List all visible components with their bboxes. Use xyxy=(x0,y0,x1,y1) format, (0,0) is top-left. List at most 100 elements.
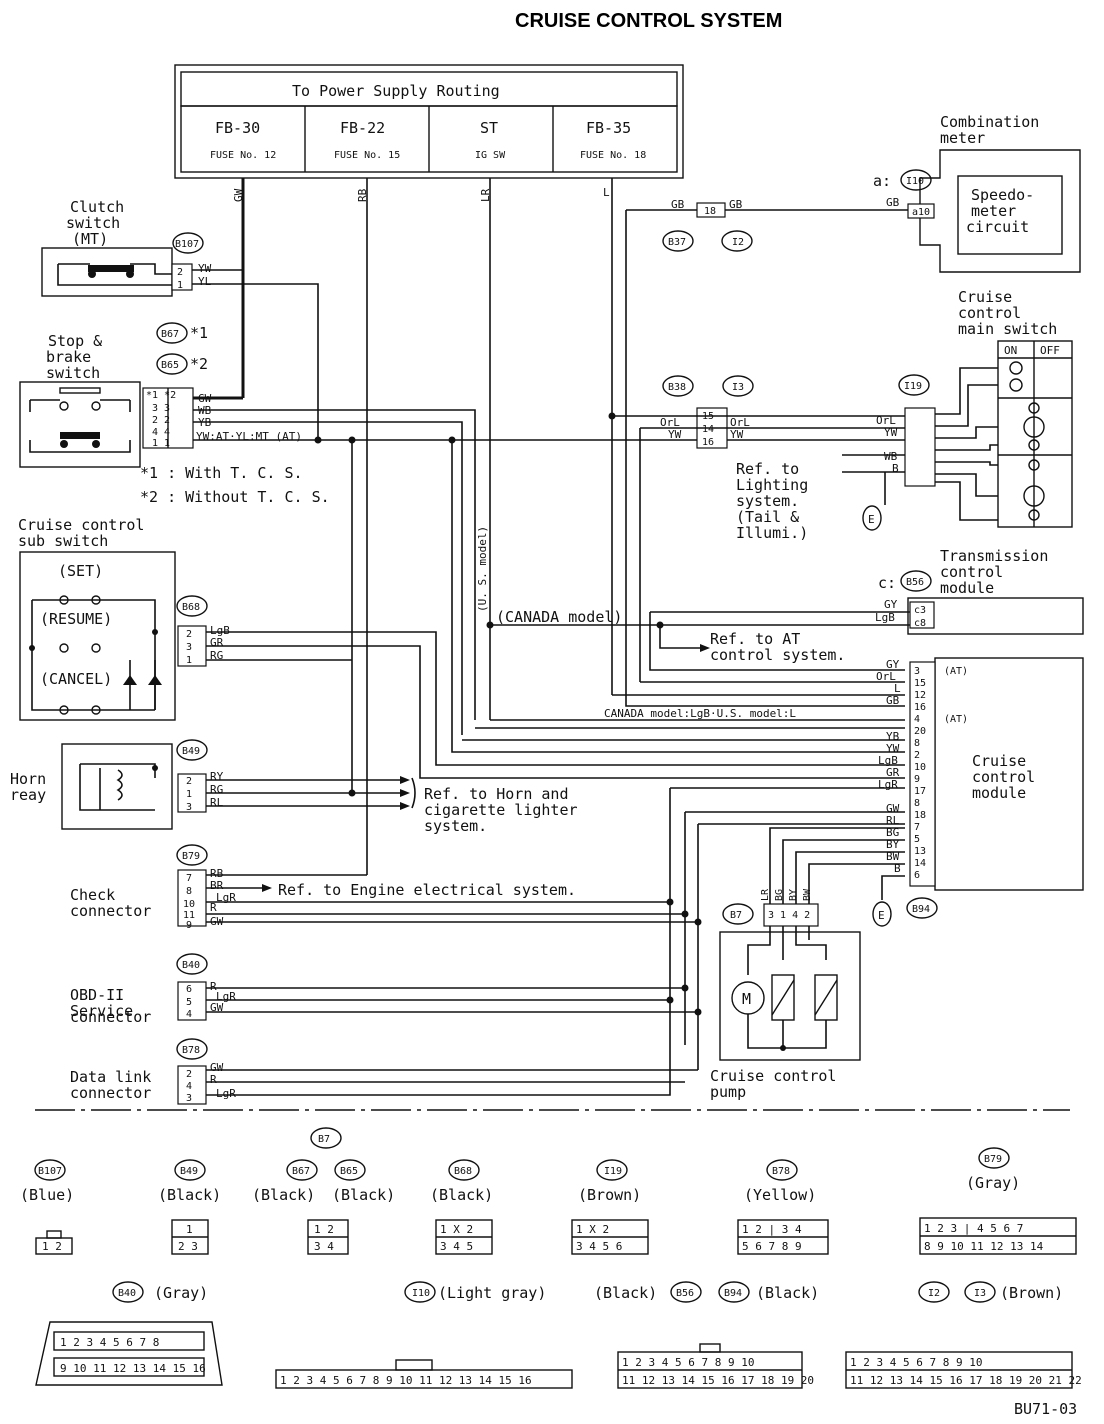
svg-text:1 1: 1 1 xyxy=(152,438,170,449)
svg-text:16: 16 xyxy=(914,702,926,713)
svg-text:11 12 13 14 15 16 17 18 19 20: 11 12 13 14 15 16 17 18 19 20 21 22 xyxy=(850,1374,1082,1387)
svg-text:Horn: Horn xyxy=(10,770,46,788)
svg-text:YW: YW xyxy=(886,742,900,755)
svg-text:2: 2 xyxy=(914,750,920,761)
svg-text:Illumi.): Illumi.) xyxy=(736,524,808,542)
svg-text:(Black): (Black) xyxy=(756,1284,819,1302)
svg-text:1 2 3 4 5 6 7 8 9 10 11 12 13: 1 2 3 4 5 6 7 8 9 10 11 12 13 14 15 16 xyxy=(280,1374,532,1387)
svg-text:(Brown): (Brown) xyxy=(578,1186,641,1204)
svg-text:(AT): (AT) xyxy=(944,666,968,677)
svg-text:c8: c8 xyxy=(914,618,926,629)
svg-text:(Brown): (Brown) xyxy=(1000,1284,1063,1302)
svg-text:B67: B67 xyxy=(161,329,179,340)
fuse-sub-1: FUSE No. 12 xyxy=(210,150,276,161)
fuse-sub-3: IG SW xyxy=(475,150,506,161)
cruise-sub-switch: Cruise control sub switch (SET) (RESUME)… xyxy=(18,516,176,721)
svg-text:RB: RB xyxy=(356,188,369,202)
svg-text:I3: I3 xyxy=(732,382,744,393)
svg-text:1: 1 xyxy=(186,655,192,666)
svg-text:18: 18 xyxy=(704,206,716,217)
svg-text:(SET): (SET) xyxy=(58,562,103,580)
svg-text:6: 6 xyxy=(186,984,192,995)
svg-text:I10: I10 xyxy=(412,1288,430,1299)
svg-text:a:: a: xyxy=(873,172,891,190)
svg-text:5: 5 xyxy=(914,834,920,845)
svg-text:YW: YW xyxy=(668,428,682,441)
svg-text:cigarette lighter: cigarette lighter xyxy=(424,801,578,819)
svg-text:10: 10 xyxy=(183,899,195,910)
svg-text:system.: system. xyxy=(736,492,799,510)
svg-text:control: control xyxy=(958,304,1021,322)
svg-text:9 10 11 12 13 14 15 16: 9 10 11 12 13 14 15 16 xyxy=(60,1362,206,1375)
svg-text:3 4: 3 4 xyxy=(314,1240,334,1253)
fuse-name-2: FB-22 xyxy=(340,119,385,137)
svg-text:1 X 2: 1 X 2 xyxy=(576,1223,609,1236)
svg-text:B49: B49 xyxy=(182,746,200,757)
svg-text:3 4 5 6: 3 4 5 6 xyxy=(576,1240,622,1253)
svg-text:OrL: OrL xyxy=(876,414,896,427)
svg-text:8: 8 xyxy=(914,798,920,809)
svg-text:B65: B65 xyxy=(340,1166,358,1177)
svg-text:RB: RB xyxy=(210,867,224,880)
svg-text:(Blue): (Blue) xyxy=(20,1186,74,1204)
svg-text:B94: B94 xyxy=(724,1288,742,1299)
note-1: *1 : With T. C. S. xyxy=(140,464,303,482)
svg-text:1 2 3 4 5 6 7 8 9 10: 1 2 3 4 5 6 7 8 9 10 xyxy=(622,1356,754,1369)
svg-text:7: 7 xyxy=(186,873,192,884)
svg-text:RG: RG xyxy=(210,649,223,662)
svg-text:c:: c: xyxy=(878,574,896,592)
svg-text:14: 14 xyxy=(914,858,926,869)
svg-text:1 2 3 4 5 6 7 8: 1 2 3 4 5 6 7 8 xyxy=(60,1336,159,1349)
svg-text:control: control xyxy=(940,563,1003,581)
svg-text:E: E xyxy=(868,513,875,526)
svg-text:B79: B79 xyxy=(984,1154,1002,1165)
svg-text:B56: B56 xyxy=(906,577,924,588)
svg-text:RG: RG xyxy=(210,783,223,796)
svg-text:BW: BW xyxy=(886,850,900,863)
svg-text:B68: B68 xyxy=(454,1166,472,1177)
svg-text:1 2: 1 2 xyxy=(42,1240,62,1253)
svg-text:(RESUME): (RESUME) xyxy=(40,610,112,628)
svg-text:LR: LR xyxy=(479,188,492,202)
svg-text:RL: RL xyxy=(210,796,224,809)
svg-text:LgB: LgB xyxy=(875,611,895,624)
svg-text:brake: brake xyxy=(46,348,91,366)
svg-text:switch: switch xyxy=(66,214,120,232)
svg-text:system.: system. xyxy=(424,817,487,835)
svg-text:OBD-II: OBD-II xyxy=(70,986,124,1004)
svg-text:5 6 7 8 9: 5 6 7 8 9 xyxy=(742,1240,802,1253)
svg-text:B78: B78 xyxy=(182,1045,200,1056)
svg-text:switch: switch xyxy=(46,364,100,382)
svg-text:I19: I19 xyxy=(604,1166,622,1177)
svg-text:GW: GW xyxy=(232,188,245,202)
svg-text:main switch: main switch xyxy=(958,320,1057,338)
svg-text:(Gray): (Gray) xyxy=(154,1284,208,1302)
svg-text:LgB: LgB xyxy=(210,624,230,637)
svg-text:Check: Check xyxy=(70,886,115,904)
svg-text:B37: B37 xyxy=(668,237,686,248)
svg-text:17: 17 xyxy=(914,786,926,797)
svg-text:Ref. to: Ref. to xyxy=(736,460,799,478)
cruise-main-switch: Cruise control main switch ON OFF xyxy=(958,288,1073,528)
svg-text:OFF: OFF xyxy=(1040,344,1060,357)
svg-text:14: 14 xyxy=(702,424,714,435)
svg-text:15: 15 xyxy=(914,678,926,689)
diagram-code: BU71-03 xyxy=(1014,1400,1077,1418)
fuse-sub-4: FUSE No. 18 xyxy=(580,150,646,161)
svg-text:Combination: Combination xyxy=(940,113,1039,131)
svg-text:Transmission: Transmission xyxy=(940,547,1048,565)
svg-text:GR: GR xyxy=(886,766,900,779)
svg-text:LgR: LgR xyxy=(216,891,236,904)
svg-text:3: 3 xyxy=(186,1093,192,1104)
svg-text:connector: connector xyxy=(70,1084,151,1102)
svg-text:OrL: OrL xyxy=(876,670,896,683)
svg-text:Stop &: Stop & xyxy=(48,332,102,350)
svg-text:reay: reay xyxy=(10,786,46,804)
svg-text:WB: WB xyxy=(884,450,898,463)
svg-text:(Black): (Black) xyxy=(332,1186,395,1204)
svg-text:(U. S. model): (U. S. model) xyxy=(476,526,489,612)
svg-text:1 2 | 3 4: 1 2 | 3 4 xyxy=(742,1223,802,1236)
svg-text:pump: pump xyxy=(710,1083,746,1101)
